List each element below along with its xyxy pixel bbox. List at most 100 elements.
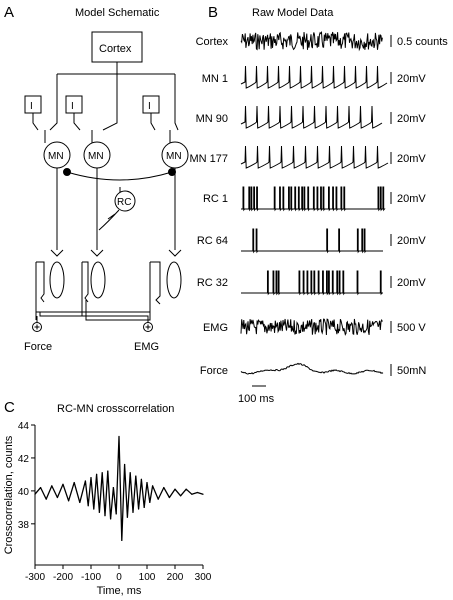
trace-waveform: [240, 105, 383, 129]
interneuron-label-2: I: [71, 101, 74, 112]
x-tick-label: 300: [195, 572, 212, 583]
crosscorrelation-point: [143, 506, 145, 508]
inhibition-arcs: [66, 171, 173, 195]
trace-row: RC 32 20mV: [197, 270, 426, 296]
force-label: Force: [24, 341, 52, 353]
trace-waveform: [240, 362, 384, 375]
x-axis-label: Time, ms: [97, 585, 142, 597]
crosscorrelation-point: [124, 463, 126, 466]
panel-c-title: RC-MN crosscorrelation: [57, 403, 174, 415]
trace-scale-label: 20mV: [397, 113, 426, 125]
crosscorrelation-point: [112, 487, 114, 489]
emg-label: EMG: [134, 341, 159, 353]
interneuron-box-1: [24, 95, 42, 114]
crosscorrelation-point: [129, 472, 131, 474]
muscle-unit-3: [166, 261, 182, 299]
cortex-output-lines: [56, 62, 176, 93]
trace-label: RC 64: [197, 235, 228, 247]
motor-axons: [56, 168, 176, 250]
x-tick-label: -200: [53, 572, 73, 583]
crosscorrelation-point: [163, 487, 165, 489]
crosscorrelation-point: [174, 488, 176, 490]
interneuron-box-3: [142, 95, 160, 114]
crosscorrelation-point: [84, 480, 86, 482]
crosscorrelation-point: [196, 491, 198, 494]
crosscorrelation-point: [90, 477, 92, 479]
crosscorrelation-point: [45, 498, 47, 500]
crosscorrelation-point: [138, 508, 140, 510]
trace-waveform: [240, 318, 383, 336]
panel-c-letter: C: [4, 399, 15, 416]
summing-node-crosses: [34, 324, 151, 330]
trace-label: MN 1: [202, 73, 228, 85]
trace-label: RC 1: [203, 193, 228, 205]
trace-row: RC 64 20mV: [197, 228, 426, 254]
y-axis-label: Crosscorrelation, counts: [3, 435, 15, 554]
trace-scale-label: 500 V: [397, 322, 426, 334]
inhibitory-synapse-right: [168, 168, 176, 176]
x-tick-label: 200: [167, 572, 184, 583]
trace-scale-label: 20mV: [397, 277, 426, 289]
motoneuron-label-1: MN: [48, 151, 64, 162]
crosscorrelation-point: [121, 539, 123, 541]
x-tick-label: 100: [139, 572, 156, 583]
crosscorrelation-point: [107, 470, 109, 472]
trace-label: Force: [200, 365, 228, 377]
y-tick-label: 44: [18, 421, 30, 432]
trace-waveform: [240, 30, 383, 52]
crosscorrelation-point: [168, 496, 170, 499]
motoneuron-label-2: MN: [88, 151, 104, 162]
crosscorrelation-point: [79, 501, 81, 503]
trace-scale-label: 50mN: [397, 365, 426, 377]
interneuron-label-3: I: [148, 101, 151, 112]
axon-terminals: [50, 249, 182, 257]
trace-label: MN 90: [196, 113, 228, 125]
renshaw-input-collaterals: [98, 209, 120, 231]
muscle-unit-1: [49, 261, 65, 299]
crosscorrelation-point: [98, 511, 100, 513]
cortex-box: [91, 31, 143, 63]
renshaw-cell: [114, 190, 136, 212]
trace-scale-label: 20mV: [397, 153, 426, 165]
crosscorrelation-point: [68, 500, 70, 502]
trace-row: Force 50mN: [200, 362, 426, 377]
panel-b-title: Raw Model Data: [252, 7, 334, 19]
motoneuron-label-3: MN: [166, 151, 182, 162]
crosscorrelation-point: [93, 508, 95, 510]
trace-row: Cortex 0.5 counts: [196, 30, 448, 52]
cortex-label: Cortex: [99, 43, 132, 55]
trace-waveform: [240, 145, 389, 169]
crosscorrelation-point: [126, 516, 128, 518]
y-tick-label: 38: [18, 520, 30, 531]
mn-inputs: [44, 130, 171, 143]
crosscorrelation-point: [191, 493, 193, 495]
x-tick-label: -300: [25, 572, 45, 583]
trace-scale-label: 20mV: [397, 235, 426, 247]
trace-scale-label: 0.5 counts: [397, 36, 448, 48]
muscle-unit-2: [90, 261, 106, 299]
trace-row: MN 90 20mV: [196, 105, 426, 129]
crosscorrelation-point: [40, 487, 42, 489]
crosscorrelation-line: [34, 435, 204, 541]
synapse-forks: [32, 93, 179, 131]
crosscorrelation-point: [101, 472, 103, 474]
x-tick-label: 0: [116, 572, 122, 583]
crosscorrelation-point: [110, 518, 112, 520]
crosscorrelation-point: [56, 496, 59, 499]
crosscorrelation-point: [34, 493, 36, 495]
crosscorrelation-point: [62, 483, 64, 485]
trace-label: EMG: [203, 322, 228, 334]
crosscorrelation-point: [51, 485, 53, 487]
crosscorrelation-point: [73, 482, 75, 484]
motor-unit-potentials: [36, 261, 161, 305]
trace-label: Cortex: [196, 36, 229, 48]
crosscorrelation-point: [146, 482, 148, 484]
crosscorrelation-point: [185, 488, 187, 490]
crosscorrelation-point: [104, 515, 106, 517]
crosscorrelation-point: [180, 495, 182, 497]
trace-label: RC 32: [197, 277, 228, 289]
